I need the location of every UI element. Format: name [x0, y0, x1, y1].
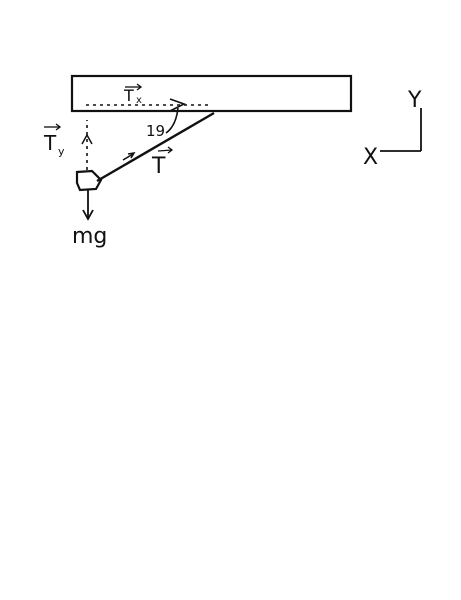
- t-label-letter: T: [151, 154, 166, 179]
- ty-label-letter: T: [43, 131, 57, 155]
- rope-line: [96, 111, 215, 183]
- tx-label-subscript: x: [136, 95, 142, 106]
- tx-arrowhead: [169, 98, 187, 112]
- mass-block: [75, 169, 103, 192]
- axis-y-label: Y: [407, 88, 422, 113]
- ty-arrowhead: [81, 133, 93, 145]
- ty-label: T y: [43, 123, 65, 158]
- angle-label: 19: [146, 122, 165, 140]
- tx-label: T x: [123, 83, 143, 106]
- ceiling-beam: [70, 74, 353, 113]
- ty-label-subscript: y: [58, 145, 65, 158]
- angle-arc: [165, 107, 179, 134]
- tx-label-letter: T: [123, 86, 134, 105]
- t-label: T: [122, 146, 174, 179]
- gravity-arrowhead: [82, 209, 94, 221]
- mg-label: mg: [72, 224, 107, 249]
- axis-x-label: X: [363, 145, 378, 170]
